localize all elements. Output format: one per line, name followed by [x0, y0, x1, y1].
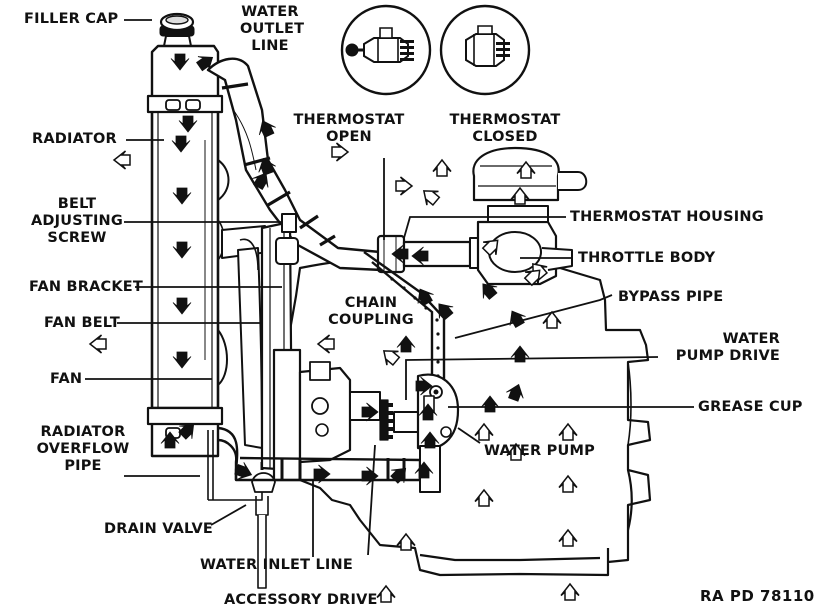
- flow-arrow-hot-icon: [503, 306, 529, 330]
- label-throttle-body: THROTTLE BODY: [578, 250, 716, 266]
- flow-arrow-cool-icon: [417, 183, 443, 209]
- flow-arrow-cool-icon: [395, 176, 413, 196]
- flow-arrow-cool-icon: [558, 529, 578, 547]
- flow-arrow-hot-icon: [172, 187, 192, 205]
- flow-arrow-hot-icon: [172, 241, 192, 259]
- label-radiator-overflow-pipe: RADIATOR OVERFLOW PIPE: [36, 424, 130, 474]
- thermostat-open-detail: [340, 4, 432, 96]
- flow-arrow-cool-icon: [558, 423, 578, 441]
- label-chain-coupling: CHAIN COUPLING: [328, 295, 414, 328]
- flow-arrow-cool-icon: [474, 489, 494, 507]
- flow-arrow-cool-icon: [432, 159, 452, 177]
- label-water-outlet-line: WATER OUTLET LINE: [240, 4, 305, 54]
- thermostat-closed-detail: [439, 4, 531, 96]
- label-grease-cup: GREASE CUP: [698, 399, 803, 415]
- flow-arrow-hot-icon: [172, 297, 192, 315]
- flow-arrow-cool-icon: [113, 150, 131, 170]
- water-outlet-line: [206, 57, 384, 272]
- leader-lines: [85, 19, 694, 557]
- label-bypass-pipe: BYPASS PIPE: [618, 289, 724, 305]
- label-accessory-drive: ACCESSORY DRIVE: [224, 592, 378, 608]
- label-fan-belt: FAN BELT: [44, 315, 120, 331]
- flow-arrow-cool-icon: [376, 585, 396, 603]
- flow-arrow-cool-icon: [377, 343, 403, 369]
- flow-arrow-cool-icon: [558, 475, 578, 493]
- label-drain-valve: DRAIN VALVE: [104, 521, 214, 537]
- flow-arrow-hot-icon: [480, 395, 500, 413]
- label-filler-cap: FILLER CAP: [24, 11, 119, 27]
- label-reference-number: RA PD 78110: [700, 587, 815, 605]
- label-thermostat-closed: THERMOSTAT CLOSED: [449, 112, 561, 145]
- flow-arrow-hot-icon: [171, 135, 191, 153]
- flow-arrow-hot-icon: [361, 466, 379, 486]
- label-radiator: RADIATOR: [32, 131, 117, 147]
- label-fan-bracket: FAN BRACKET: [29, 279, 143, 295]
- flow-arrow-hot-icon: [172, 351, 192, 369]
- throttle-body: [472, 146, 588, 286]
- flow-arrow-hot-icon: [178, 115, 198, 133]
- flow-arrow-cool-icon: [89, 334, 107, 354]
- flow-arrow-hot-icon: [504, 380, 528, 404]
- label-thermostat-open: THERMOSTAT OPEN: [293, 112, 405, 145]
- label-fan: FAN: [50, 371, 83, 387]
- flow-arrow-cool-icon: [474, 423, 494, 441]
- flow-arrow-hot-icon: [387, 461, 413, 487]
- fan-assembly: [221, 213, 299, 472]
- label-belt-adjusting-screw: BELT ADJUSTING SCREW: [31, 196, 123, 246]
- water-pump-assembly: [272, 348, 460, 482]
- flow-arrow-cool-icon: [560, 583, 580, 601]
- flow-arrow-hot-icon: [396, 335, 416, 353]
- flow-arrow-cool-icon: [317, 334, 335, 354]
- label-water-pump-drive: WATER PUMP DRIVE: [675, 331, 780, 364]
- label-water-pump: WATER PUMP: [484, 443, 595, 459]
- flow-arrow-hot-icon: [160, 431, 180, 449]
- bypass-pipe: [363, 251, 446, 380]
- label-thermostat-housing: THERMOSTAT HOUSING: [570, 209, 764, 225]
- label-water-inlet-line: WATER INLET LINE: [200, 557, 353, 573]
